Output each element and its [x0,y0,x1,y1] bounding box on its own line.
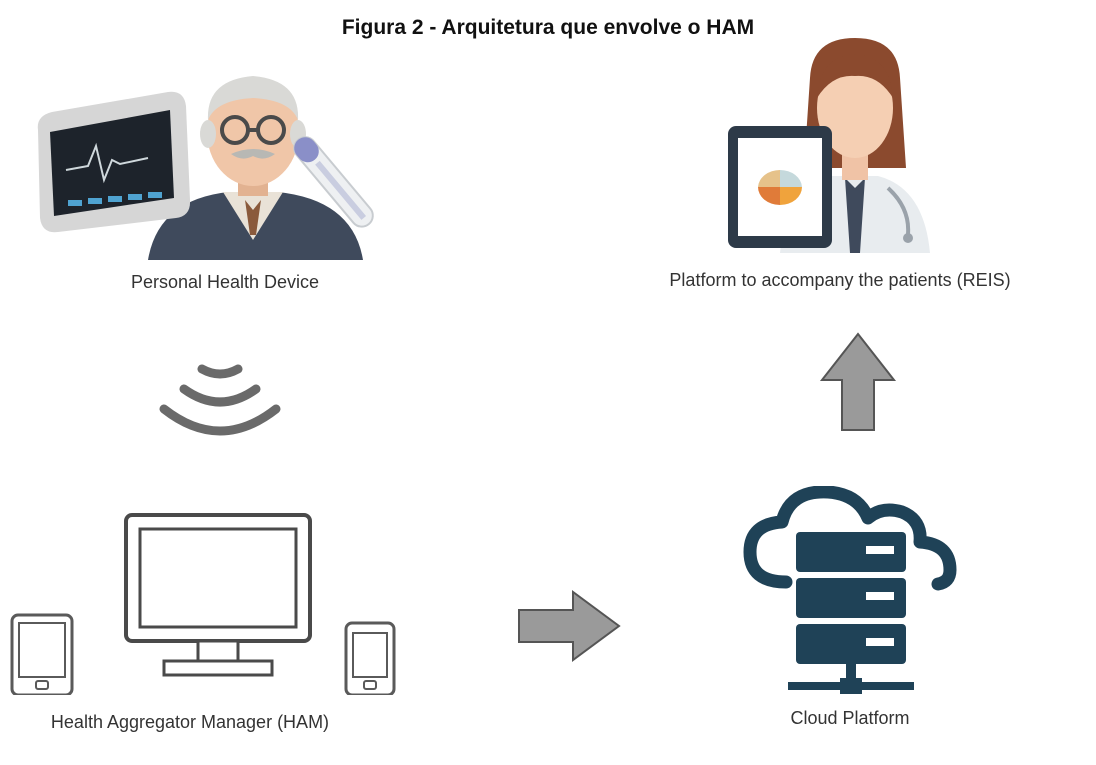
doctor-with-tablet-icon [728,38,930,253]
cloud-to-reis-arrow [818,330,898,439]
ham-label: Health Aggregator Manager (HAM) [50,712,330,732]
figure-title: Figura 2 - Arquitetura que envolve o HAM [341,16,755,39]
personal-health-device-node [28,50,418,260]
arrow-right-icon [518,590,621,662]
arrow-up-icon [819,332,897,431]
patient-with-monitor-and-thermometer-icon [37,76,374,260]
cloud-server-icon [743,486,957,694]
computer-tablet-phone-icon [10,513,396,695]
wireless-signal-icon [159,364,281,436]
ham-node [0,505,420,695]
cloud-platform-label: Cloud Platform [790,708,910,728]
reis-platform-node [720,38,980,253]
personal-health-device-label: Personal Health Device [130,272,320,292]
wireless-connection [150,355,290,455]
ham-to-cloud-arrow [515,588,625,669]
cloud-platform-node [736,486,966,706]
reis-platform-label: Platform to accompany the patients (REIS… [669,270,1011,290]
